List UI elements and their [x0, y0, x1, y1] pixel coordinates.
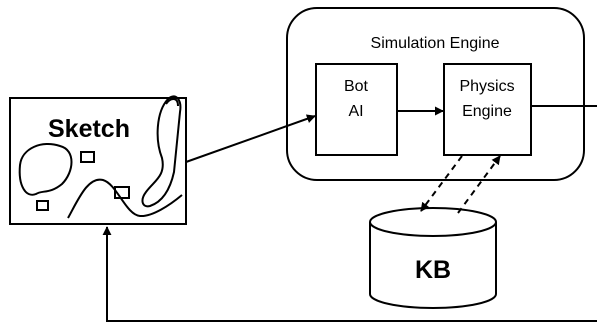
sketch-tall-loop-shape [141, 95, 182, 208]
kb-cylinder [369, 207, 497, 309]
bot-ai-label-line2: AI [348, 103, 363, 120]
sketch-to-bot-arrow [185, 114, 316, 163]
kb-label: KB [415, 256, 451, 284]
sketch-label: Sketch [48, 115, 130, 143]
sketch-blob-shape [18, 143, 73, 196]
physics-engine-label-line1: Physics [459, 78, 514, 95]
bot-ai-box [315, 63, 398, 156]
physics-to-kb-dashed-arrow [420, 155, 463, 212]
sketch-small-square-2 [114, 186, 130, 199]
sketch-curve-line [67, 178, 183, 219]
physics-engine-label-line2: Engine [462, 103, 512, 120]
simulation-engine-title: Simulation Engine [371, 35, 500, 52]
bot-ai-label-line1: Bot [344, 78, 369, 95]
feedback-line [102, 226, 597, 322]
kb-to-physics-dashed-arrow [457, 155, 501, 214]
sketch-tall-loop-inner [165, 98, 179, 107]
sketch-small-square-1 [80, 151, 95, 163]
sketch-small-square-3 [36, 200, 49, 211]
physics-engine-box [443, 63, 532, 156]
sketch-drawing [18, 95, 183, 219]
